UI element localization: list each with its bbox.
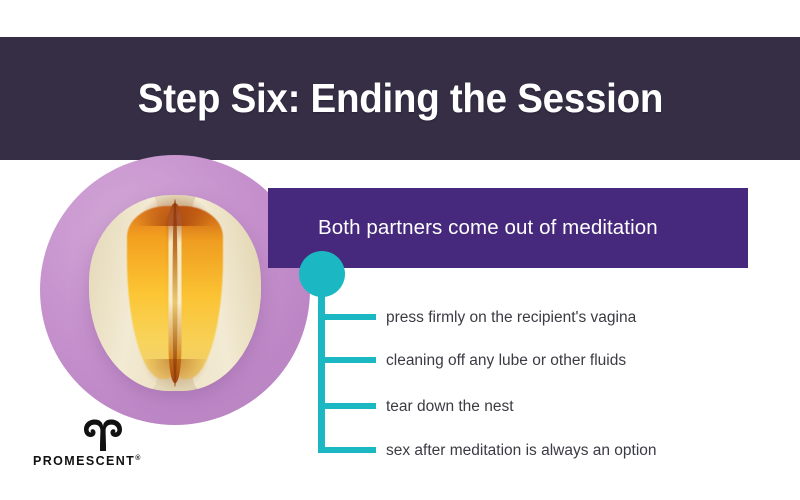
fruit-seam-core <box>172 198 178 387</box>
page-title: Step Six: Ending the Session <box>137 75 663 121</box>
list-item: cleaning off any lube or other fluids <box>386 352 627 369</box>
fruit-slice-photo <box>89 194 261 391</box>
connector-branch-1 <box>318 314 376 320</box>
fruit-top-shading <box>137 194 213 227</box>
illustration-circle <box>40 155 310 425</box>
list-item: sex after meditation is always an option <box>386 442 657 459</box>
promescent-ram-horn-logo-icon <box>84 419 122 451</box>
fruit-bottom-shading <box>140 359 210 391</box>
list-item: press firmly on the recipient's vagina <box>386 309 637 326</box>
statement-banner: Both partners come out of meditation <box>268 188 748 268</box>
connector-dot <box>299 251 345 297</box>
list-item: tear down the nest <box>386 398 514 415</box>
brand-wordmark: PROMESCENT® <box>33 454 173 468</box>
header-band: Step Six: Ending the Session <box>0 37 800 160</box>
connector-branch-2 <box>318 357 376 363</box>
connector-branch-3 <box>318 403 376 409</box>
brand-wordmark-text: PROMESCENT <box>33 454 136 468</box>
brand-logo: PROMESCENT® <box>33 418 173 468</box>
connector-branch-4 <box>318 447 376 453</box>
connector-stem <box>318 285 325 453</box>
statement-text: Both partners come out of meditation <box>318 216 658 239</box>
trademark-symbol: ® <box>135 454 142 462</box>
